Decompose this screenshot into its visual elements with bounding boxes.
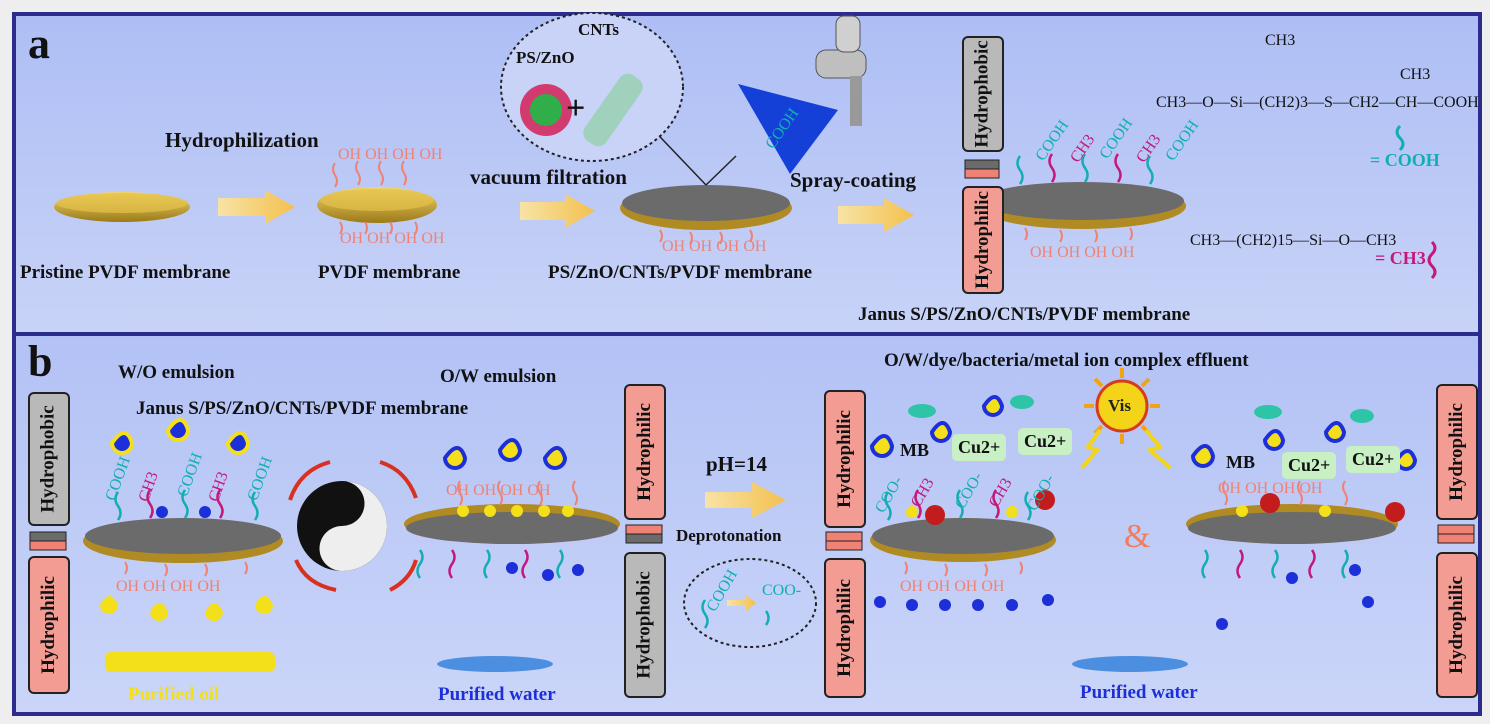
complex-effluent-label: O/W/dye/bacteria/metal ion complex efflu… (884, 350, 1249, 371)
inset-cnts-label: CNTs (578, 20, 619, 39)
formula1-main: CH3—O—Si—(CH2)3—S—CH2—CH—COOH (1156, 94, 1479, 111)
side-hydrophilic-b1: Hydrophilic (28, 556, 70, 694)
side-hydrophobic-a: Hydrophobic (962, 36, 1004, 152)
mb-label-1: MB (900, 440, 929, 460)
label-janus-a: Janus S/PS/ZnO/CNTs/PVDF membrane (858, 304, 1191, 325)
separator-b1 (29, 531, 67, 542)
oil-drops-below (100, 596, 273, 621)
label-pvdf: PVDF membrane (318, 262, 461, 283)
ampersand: & (1124, 518, 1151, 555)
cu-ion-1: Cu2+ (952, 434, 1007, 461)
visible-light-sun (1080, 368, 1172, 470)
separator-b3 (825, 531, 863, 542)
label-composite-membrane: PS/ZnO/CNTs/PVDF membrane (548, 262, 813, 283)
side-hydrophobic-b1: Hydrophobic (28, 392, 70, 526)
side-hydrophilic-b3b: Hydrophilic (824, 558, 866, 698)
label-pristine-pvdf: Pristine PVDF membrane (20, 262, 231, 283)
purified-water-splash-1 (437, 656, 553, 672)
bacteria-top-1 (908, 395, 1034, 418)
side-hydrophilic-b3: Hydrophilic (824, 390, 866, 528)
separator-b3b (825, 540, 863, 551)
mb-label-2: MB (1226, 452, 1255, 472)
formula1-ch3: CH3 (1400, 66, 1431, 83)
separator-a2 (964, 168, 1000, 179)
ow-drops (442, 438, 568, 470)
formula1-equals: = COOH (1370, 150, 1440, 170)
ow-emulsion-label: O/W emulsion (440, 366, 557, 387)
b1-oh-bottom: OH OH OH OH (116, 578, 221, 595)
inset-pszno-label: PS/ZnO (516, 48, 575, 67)
janus-membrane-b4 (1186, 480, 1405, 630)
cu-ion-3: Cu2+ (1282, 452, 1337, 479)
arrow-2 (520, 194, 595, 228)
vis-label: Vis (1108, 396, 1131, 415)
purified-oil-pool (105, 652, 275, 672)
pristine-membrane (54, 192, 190, 222)
separator-b1b (29, 540, 67, 551)
side-hydrophilic-b4: Hydrophilic (1436, 384, 1478, 520)
purified-water-splash-2 (1072, 656, 1188, 672)
step-spray-coating: Spray-coating (790, 168, 916, 192)
oh-label-top: OH OH OH OH (338, 146, 443, 163)
b4-oh-top: OH OH OH OH (1218, 480, 1323, 497)
mb-drops-right (1190, 421, 1418, 471)
purified-water-label-1: Purified water (438, 684, 556, 705)
bacteria-top-2 (1254, 405, 1374, 423)
deprotonation-label: Deprotonation (676, 526, 782, 545)
b2-oh-top: OH OH OH OH (446, 482, 551, 499)
panel-a-letter: a (28, 19, 50, 68)
legend-cooh-squiggle (1395, 124, 1405, 152)
deprotonation-coo: COO- (762, 582, 802, 599)
side-hydrophilic-a: Hydrophilic (962, 186, 1004, 294)
side-hydrophilic-b4b: Hydrophilic (1436, 552, 1478, 698)
panel-a-frame (12, 12, 1482, 336)
step-hydrophilization: Hydrophilization (165, 128, 319, 152)
side-hydrophilic-b2: Hydrophilic (624, 384, 666, 520)
inset-cnts-pszno (500, 12, 684, 162)
separator-b4b (1437, 533, 1475, 544)
yin-yang-switch (288, 460, 418, 592)
janus-membrane-b1 (83, 489, 283, 577)
formula2-main: CH3—(CH2)15—Si—O—CH3 (1190, 232, 1397, 249)
panel-b-letter: b (28, 337, 53, 386)
wo-emulsion-label: W/O emulsion (118, 362, 235, 383)
separator-b2 (625, 524, 663, 535)
step-vacuum-filtration: vacuum filtration (470, 165, 627, 189)
composite-membrane (620, 117, 792, 245)
janus-label-b: Janus S/PS/ZnO/CNTs/PVDF membrane (136, 398, 469, 419)
purified-oil-label: Purified oil (128, 684, 220, 705)
spray-gun (738, 15, 867, 174)
arrow-1 (218, 190, 295, 224)
oh-label-bottom: OH OH OH OH (340, 230, 445, 247)
oh-label-composite: OH OH OH OH (662, 238, 767, 255)
b3-oh-bottom: OH OH OH OH (900, 578, 1005, 595)
arrow-3 (838, 198, 914, 232)
separator-a (964, 159, 1000, 170)
formula2-equals: = CH3 (1375, 248, 1426, 268)
cu-ion-2: Cu2+ (1018, 428, 1073, 455)
side-hydrophobic-b2: Hydrophobic (624, 552, 666, 698)
inset-plus: + (566, 90, 586, 127)
ph-label: pH=14 (706, 452, 767, 476)
mb-drops-left (869, 395, 1005, 458)
purified-water-label-2: Purified water (1080, 682, 1198, 703)
formula1-ch3-top: CH3 (1265, 32, 1296, 49)
deprotonation-inset (683, 558, 817, 648)
janus-membrane-a (978, 153, 1186, 243)
cu-ion-4: Cu2+ (1346, 446, 1401, 473)
oh-label-janus-a: OH OH OH OH (1030, 244, 1135, 261)
legend-ch3-squiggle (1427, 240, 1437, 280)
ph-arrow (705, 482, 786, 518)
pvdf-membrane (317, 160, 437, 235)
janus-membrane-b2 (404, 480, 620, 581)
separator-b2b (625, 533, 663, 544)
separator-b4 (1437, 524, 1475, 535)
janus-membrane-b3 (870, 489, 1056, 611)
wo-drops (109, 418, 251, 455)
